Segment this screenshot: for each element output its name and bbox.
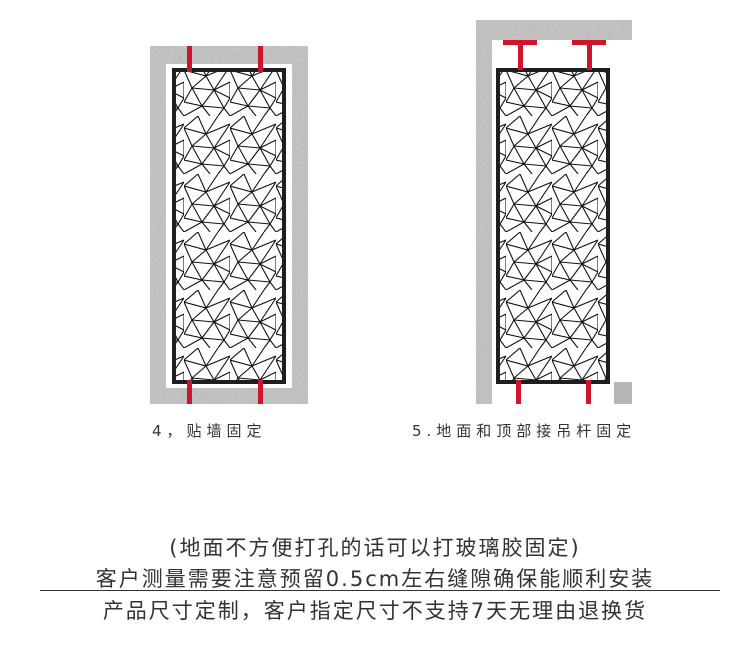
note-measurement-gap: 客户测量需要注意预留0.5cm左右缝隙确保能顺利安装 (95, 567, 655, 591)
fixing-rods-left (187, 46, 263, 404)
hanging-rods-right (503, 40, 606, 404)
screen-panel-left (172, 68, 286, 384)
caption-floor-ceiling: 5.地面和顶部接吊杆固定 (412, 422, 637, 440)
screen-panel-right (496, 68, 610, 384)
installation-diagram (150, 20, 632, 404)
note-custom-size-policy: 产品尺寸定制，客户指定尺寸不支持7天无理由退换货 (102, 599, 648, 623)
note-glass-glue: (地面不方便打孔的话可以打玻璃胶固定) (169, 536, 581, 560)
caption-wall-mounted: 4，贴墙固定 (152, 422, 267, 440)
divider-line (40, 590, 720, 591)
panel-wall-mounted (150, 46, 308, 404)
panel-floor-ceiling (476, 20, 632, 404)
